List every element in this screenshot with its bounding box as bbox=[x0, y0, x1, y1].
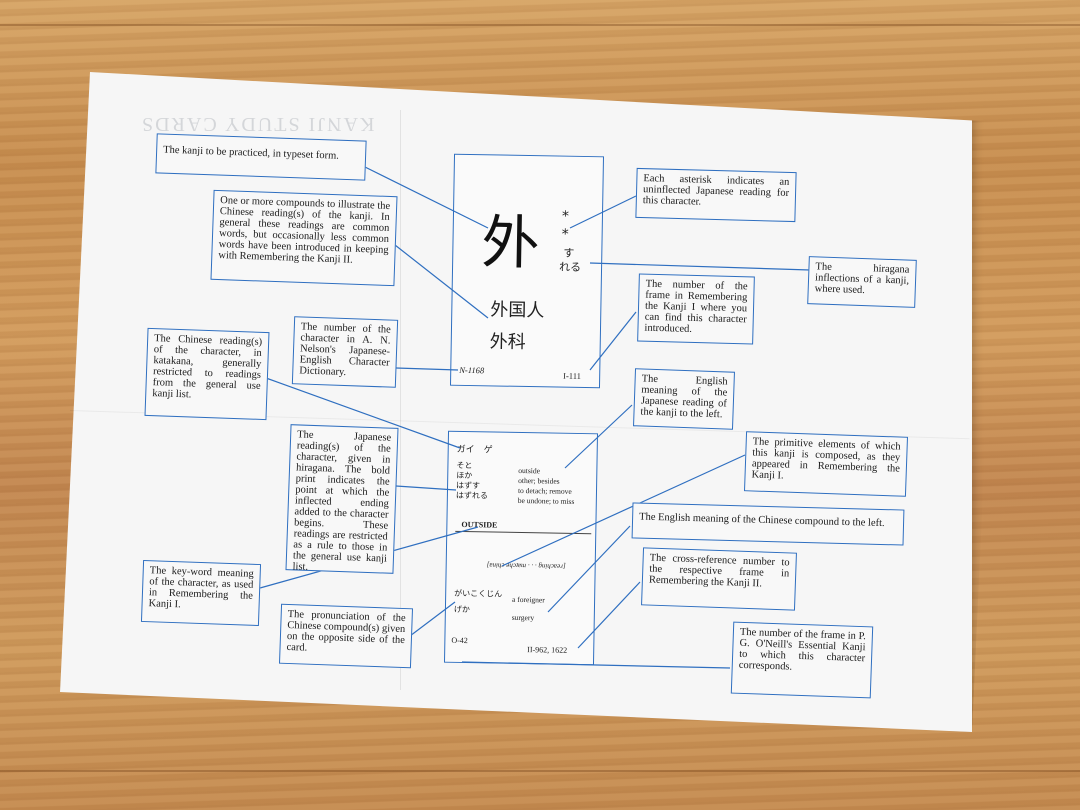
annotation-chinese-readings: The Chinese reading(s) of the character,… bbox=[144, 327, 270, 421]
annotation-rtk2-crossref: The cross-reference number to the respec… bbox=[641, 547, 797, 611]
annotation-compounds: One or more compounds to illustrate the … bbox=[210, 189, 398, 287]
annotation-hiragana-inflections: The hiragana inflections of a kanji, whe… bbox=[807, 256, 917, 308]
plank-seam bbox=[0, 24, 1080, 26]
annotation-asterisk: Each asterisk indicates an uninflected J… bbox=[635, 167, 797, 223]
annotation-english-meaning-compound: The English meaning of the Chinese compo… bbox=[631, 502, 905, 546]
plank-seam bbox=[0, 770, 1080, 772]
fold-crease bbox=[400, 110, 401, 690]
annotation-nelson: The number of the character in A. N. Nel… bbox=[291, 316, 399, 388]
annotation-japanese-readings: The Japanese reading(s) of the character… bbox=[285, 424, 399, 574]
annotation-keyword: The key-word meaning of the character, a… bbox=[140, 559, 262, 627]
annotation-kanji-typeset: The kanji to be practiced, in typeset fo… bbox=[155, 133, 367, 181]
annotation-pronunciation: The pronunciation of the Chinese compoun… bbox=[278, 603, 414, 669]
annotation-oneill: The number of the frame in P. G. O'Neill… bbox=[730, 621, 874, 699]
annotation-english-meaning-japanese: The English meaning of the Japanese read… bbox=[633, 368, 735, 430]
annotation-primitive-elements: The primitive elements of which this kan… bbox=[744, 431, 908, 497]
annotation-frame-number: The number of the frame in Remembering t… bbox=[637, 273, 755, 345]
